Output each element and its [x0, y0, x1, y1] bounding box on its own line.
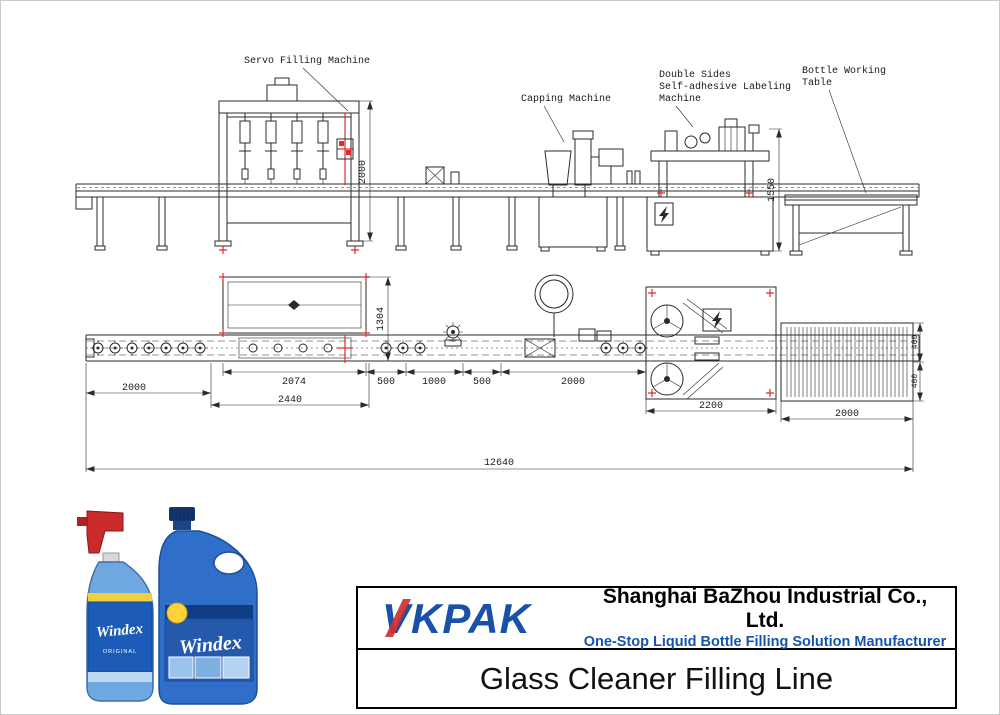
- label-capping-machine: Capping Machine: [521, 93, 611, 105]
- dim-filler-width: 2074: [282, 377, 306, 388]
- machine-labels: Servo Filling Machine Capping Machine Do…: [244, 55, 886, 194]
- dim-filler-height: 2000: [358, 160, 369, 184]
- side-view-filling-machine: [214, 77, 364, 254]
- product-title: Glass Cleaner Filling Line: [479, 660, 834, 696]
- cap-sorter-bowl: [534, 274, 574, 314]
- dim-table-depth-top: 400: [911, 335, 920, 350]
- footer-top-row: VKPAK Shanghai BaZhou Industrial Co., Lt…: [358, 585, 955, 651]
- dim-table-depth-bottom: 400: [911, 374, 920, 389]
- side-view-capping-machine: [538, 130, 624, 252]
- label-working-table-l2: Table: [802, 77, 832, 89]
- jug-starburst: [166, 602, 188, 624]
- label-roll-turret-top: [650, 304, 684, 338]
- label-labeling-machine-l2: Self-adhesive Labeling: [659, 81, 791, 93]
- product-photo-windex: Windex Windex ORIGINAL: [77, 507, 258, 705]
- filling-nozzles: [239, 113, 329, 184]
- footer-info-box: VKPAK Shanghai BaZhou Industrial Co., Lt…: [356, 585, 957, 709]
- plan-view-capping-machine: [443, 274, 612, 358]
- dim-infeed: 2000: [122, 383, 146, 394]
- side-view-dimensions: 2000 1550: [358, 100, 782, 252]
- bottle-unscrambler: [425, 166, 460, 185]
- spray-brand-text: Windex: [96, 621, 145, 641]
- vkpak-logo: VKPAK: [358, 593, 583, 643]
- power-bolt-icon: [659, 206, 669, 223]
- side-view-conveyor: [75, 166, 920, 251]
- company-info: Shanghai BaZhou Industrial Co., Ltd. One…: [583, 585, 955, 651]
- plan-view-dimensions: 1304 2074 500 1000 500 2000 2000 2440 22…: [85, 276, 924, 472]
- spray-trigger: [86, 510, 124, 554]
- side-view-labeling-machine: [646, 118, 774, 256]
- plan-view-labeling-machine: [645, 286, 777, 400]
- dim-filler-frame: 2440: [278, 395, 302, 406]
- windex-jug-image: Windex: [158, 507, 258, 705]
- side-view-working-table: [784, 194, 918, 256]
- plan-view-bottles: [90, 340, 648, 356]
- dim-labeler-height: 1550: [767, 178, 778, 202]
- dim-labeler-span: 2200: [699, 401, 723, 412]
- dim-gap2: 1000: [422, 377, 446, 388]
- dim-total-length: 12640: [484, 458, 514, 469]
- spray-variant-text: ORIGINAL: [103, 649, 137, 655]
- jug-brand-text: Windex: [178, 631, 242, 658]
- label-labeling-machine-l3: Machine: [659, 93, 701, 105]
- label-roll-turret-bottom: [650, 362, 684, 396]
- company-name: Shanghai BaZhou Industrial Co., Ltd.: [602, 584, 928, 632]
- logo-accent-swoosh-icon: [384, 599, 411, 637]
- dim-gap1: 500: [377, 377, 395, 388]
- company-tagline: One-Stop Liquid Bottle Filling Solution …: [583, 634, 947, 651]
- plan-view-filling-machine: [219, 273, 370, 363]
- dim-table-span: 2000: [835, 409, 859, 420]
- label-servo-filling-machine: Servo Filling Machine: [244, 55, 370, 67]
- technical-drawing: Servo Filling Machine Capping Machine Do…: [75, 55, 924, 472]
- label-working-table-l1: Bottle Working: [802, 65, 886, 77]
- star-wheel: [443, 322, 463, 347]
- plan-view-conveyor: [85, 334, 920, 362]
- power-bolt-icon: [712, 311, 722, 329]
- jug-handle-hole: [213, 551, 245, 575]
- dim-filler-depth: 1304: [376, 307, 387, 331]
- windex-spray-bottle-image: Windex ORIGINAL: [77, 510, 154, 702]
- dim-gap3: 500: [473, 377, 491, 388]
- label-labeling-machine-l1: Double Sides: [659, 69, 731, 81]
- dim-capper-span: 2000: [561, 377, 585, 388]
